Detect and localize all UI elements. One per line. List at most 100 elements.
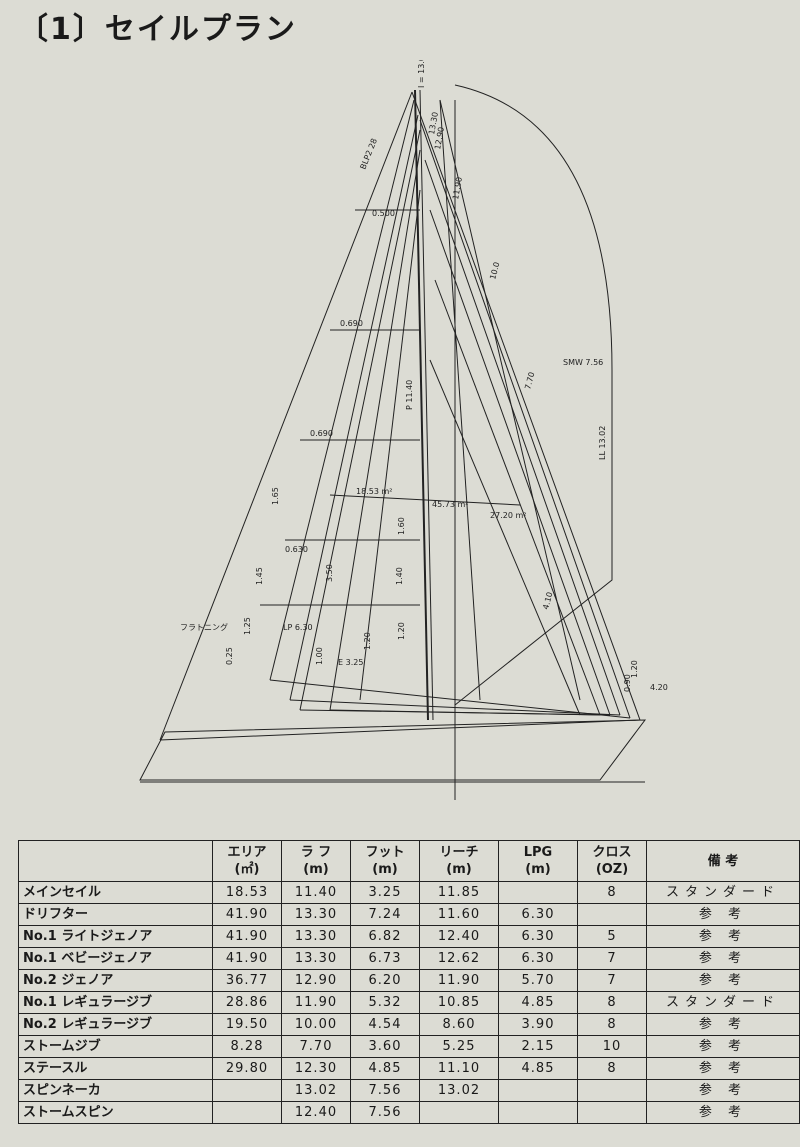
cell-note: 参 考 [646, 1101, 800, 1124]
label-h13: 0.90 [623, 674, 632, 692]
label-h10: 1.00 [315, 647, 324, 665]
cell-lpg [498, 1101, 578, 1124]
cell-note: 参 考 [646, 1057, 800, 1080]
cell-foot: 7.24 [350, 903, 420, 926]
mast-aft [419, 89, 434, 721]
cell-leech: 10.85 [419, 991, 499, 1014]
cell-area: 18.53 [212, 881, 282, 904]
cell-foot: 4.54 [350, 1013, 420, 1036]
cell-luff: 7.70 [281, 1035, 351, 1058]
header-note: 備 考 [646, 840, 800, 882]
cell-name: No.1 レギュラージブ [18, 991, 213, 1014]
cell-area: 41.90 [212, 903, 282, 926]
cell-cloth: 7 [577, 947, 647, 970]
page-title: 〔1〕セイルプラン [18, 12, 297, 47]
cell-area: 36.77 [212, 969, 282, 992]
cell-luff: 12.40 [281, 1101, 351, 1124]
label-j5: 7.70 [523, 371, 536, 391]
cell-lpg: 6.30 [498, 903, 578, 926]
cell-lpg: 3.90 [498, 1013, 578, 1036]
cell-name: スピンネーカ [18, 1079, 213, 1102]
cell-leech: 13.02 [419, 1079, 499, 1102]
cell-leech [419, 1101, 499, 1124]
cell-leech: 12.40 [419, 925, 499, 948]
header-luff: ラ フ (m) [281, 840, 351, 882]
cell-foot: 4.85 [350, 1057, 420, 1080]
label-h12: 1.20 [630, 660, 639, 678]
label-h7: 1.40 [395, 567, 404, 585]
label-w4: 0.630 [285, 545, 308, 554]
cell-note: 参 考 [646, 903, 800, 926]
cell-foot: 6.20 [350, 969, 420, 992]
cell-cloth [577, 903, 647, 926]
cell-foot: 7.56 [350, 1101, 420, 1124]
cell-foot: 3.60 [350, 1035, 420, 1058]
cell-cloth [577, 1101, 647, 1124]
cell-note: スタンダード [646, 991, 800, 1014]
label-h2: 1.45 [255, 567, 264, 585]
cell-luff: 13.30 [281, 925, 351, 948]
cell-luff: 13.02 [281, 1079, 351, 1102]
cell-name: メインセイル [18, 881, 213, 904]
cell-lpg: 4.85 [498, 991, 578, 1014]
cell-foot: 5.32 [350, 991, 420, 1014]
label-smw: SMW 7.56 [563, 358, 603, 367]
cell-name: ストームスピン [18, 1101, 213, 1124]
cell-leech: 11.60 [419, 903, 499, 926]
cell-leech: 11.85 [419, 881, 499, 904]
cell-luff: 11.90 [281, 991, 351, 1014]
cell-luff: 12.30 [281, 1057, 351, 1080]
label-h5: 3.50 [325, 564, 334, 582]
cell-lpg: 2.15 [498, 1035, 578, 1058]
label-h3: 1.25 [243, 617, 252, 635]
label-j3: 11.90 [451, 176, 464, 200]
cell-name: No.1 ベビージェノア [18, 947, 213, 970]
table-header-row: エリア (㎡) ラ フ (m) フット (m) リーチ (m) LPG (m) … [18, 840, 800, 882]
label-area-genoa: 45.73 m² [432, 500, 468, 509]
cell-luff: 12.90 [281, 969, 351, 992]
header-foot: フット (m) [350, 840, 420, 882]
label-h1: 1.65 [271, 487, 280, 505]
cell-lpg [498, 881, 578, 904]
cell-leech: 11.10 [419, 1057, 499, 1080]
cell-name: ドリフター [18, 903, 213, 926]
cell-foot: 6.82 [350, 925, 420, 948]
cell-cloth: 5 [577, 925, 647, 948]
cell-luff: 13.30 [281, 903, 351, 926]
cell-foot: 6.73 [350, 947, 420, 970]
cell-lpg [498, 1079, 578, 1102]
cell-name: No.1 ライトジェノア [18, 925, 213, 948]
label-e: E 3.25 [338, 658, 363, 667]
cell-leech: 11.90 [419, 969, 499, 992]
header-cloth: クロス (OZ) [577, 840, 647, 882]
hull [139, 719, 647, 781]
cell-leech: 12.62 [419, 947, 499, 970]
cell-area: 41.90 [212, 947, 282, 970]
label-h14: 4.20 [650, 683, 668, 692]
cell-note: 参 考 [646, 969, 800, 992]
cell-foot: 3.25 [350, 881, 420, 904]
cell-area [212, 1079, 282, 1102]
header-area: エリア (㎡) [212, 840, 282, 882]
label-h4: 0.25 [225, 647, 234, 665]
label-h11: 4.10 [541, 591, 554, 611]
label-h9: 1.20 [397, 622, 406, 640]
cell-leech: 8.60 [419, 1013, 499, 1036]
cell-cloth: 8 [577, 991, 647, 1014]
sail-plan-diagram: I = 13.05 13.30 12.90 11.90 10.0 7.70 BL… [0, 51, 800, 830]
cell-cloth: 8 [577, 1057, 647, 1080]
label-j2: 12.90 [433, 126, 446, 150]
label-p: P 11.40 [405, 380, 414, 410]
cell-name: No.2 レギュラージブ [18, 1013, 213, 1036]
cell-cloth: 10 [577, 1035, 647, 1058]
cell-name: ストームジブ [18, 1035, 213, 1058]
label-ll: LL 13.02 [598, 426, 607, 460]
